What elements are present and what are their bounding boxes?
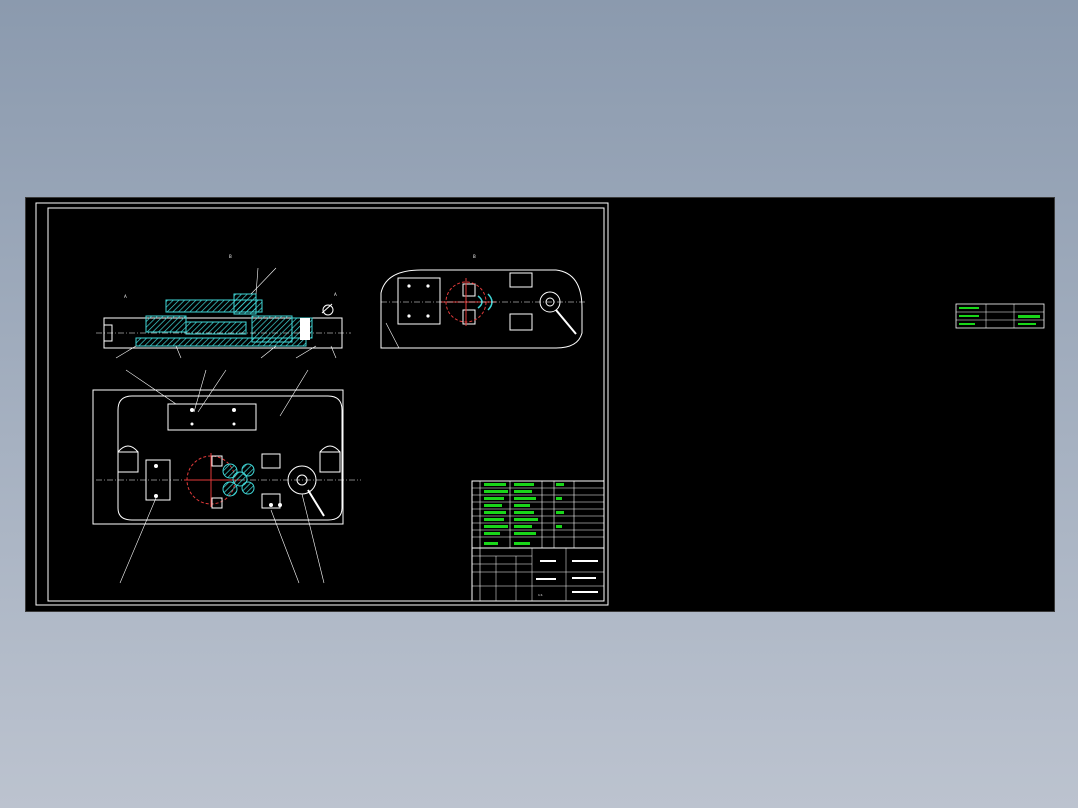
cad-viewport[interactable]: A A B B	[25, 197, 1055, 612]
title-scale: 1:1	[538, 593, 543, 597]
front-section-view: A A B	[96, 254, 351, 359]
sheet-outer-border	[35, 202, 609, 606]
side-view: B	[380, 254, 586, 349]
sheet-inner-border	[47, 207, 605, 602]
detached-title-block	[955, 303, 1045, 329]
plan-view	[92, 369, 361, 584]
cad-drawing: A A B B	[35, 202, 1045, 606]
view-mark-top: B	[229, 254, 232, 259]
section-mark-left: A	[124, 294, 127, 299]
section-mark-right: A	[334, 292, 337, 297]
view-mark-side: B	[473, 254, 476, 259]
bom-title-block: 1:1	[471, 480, 605, 602]
